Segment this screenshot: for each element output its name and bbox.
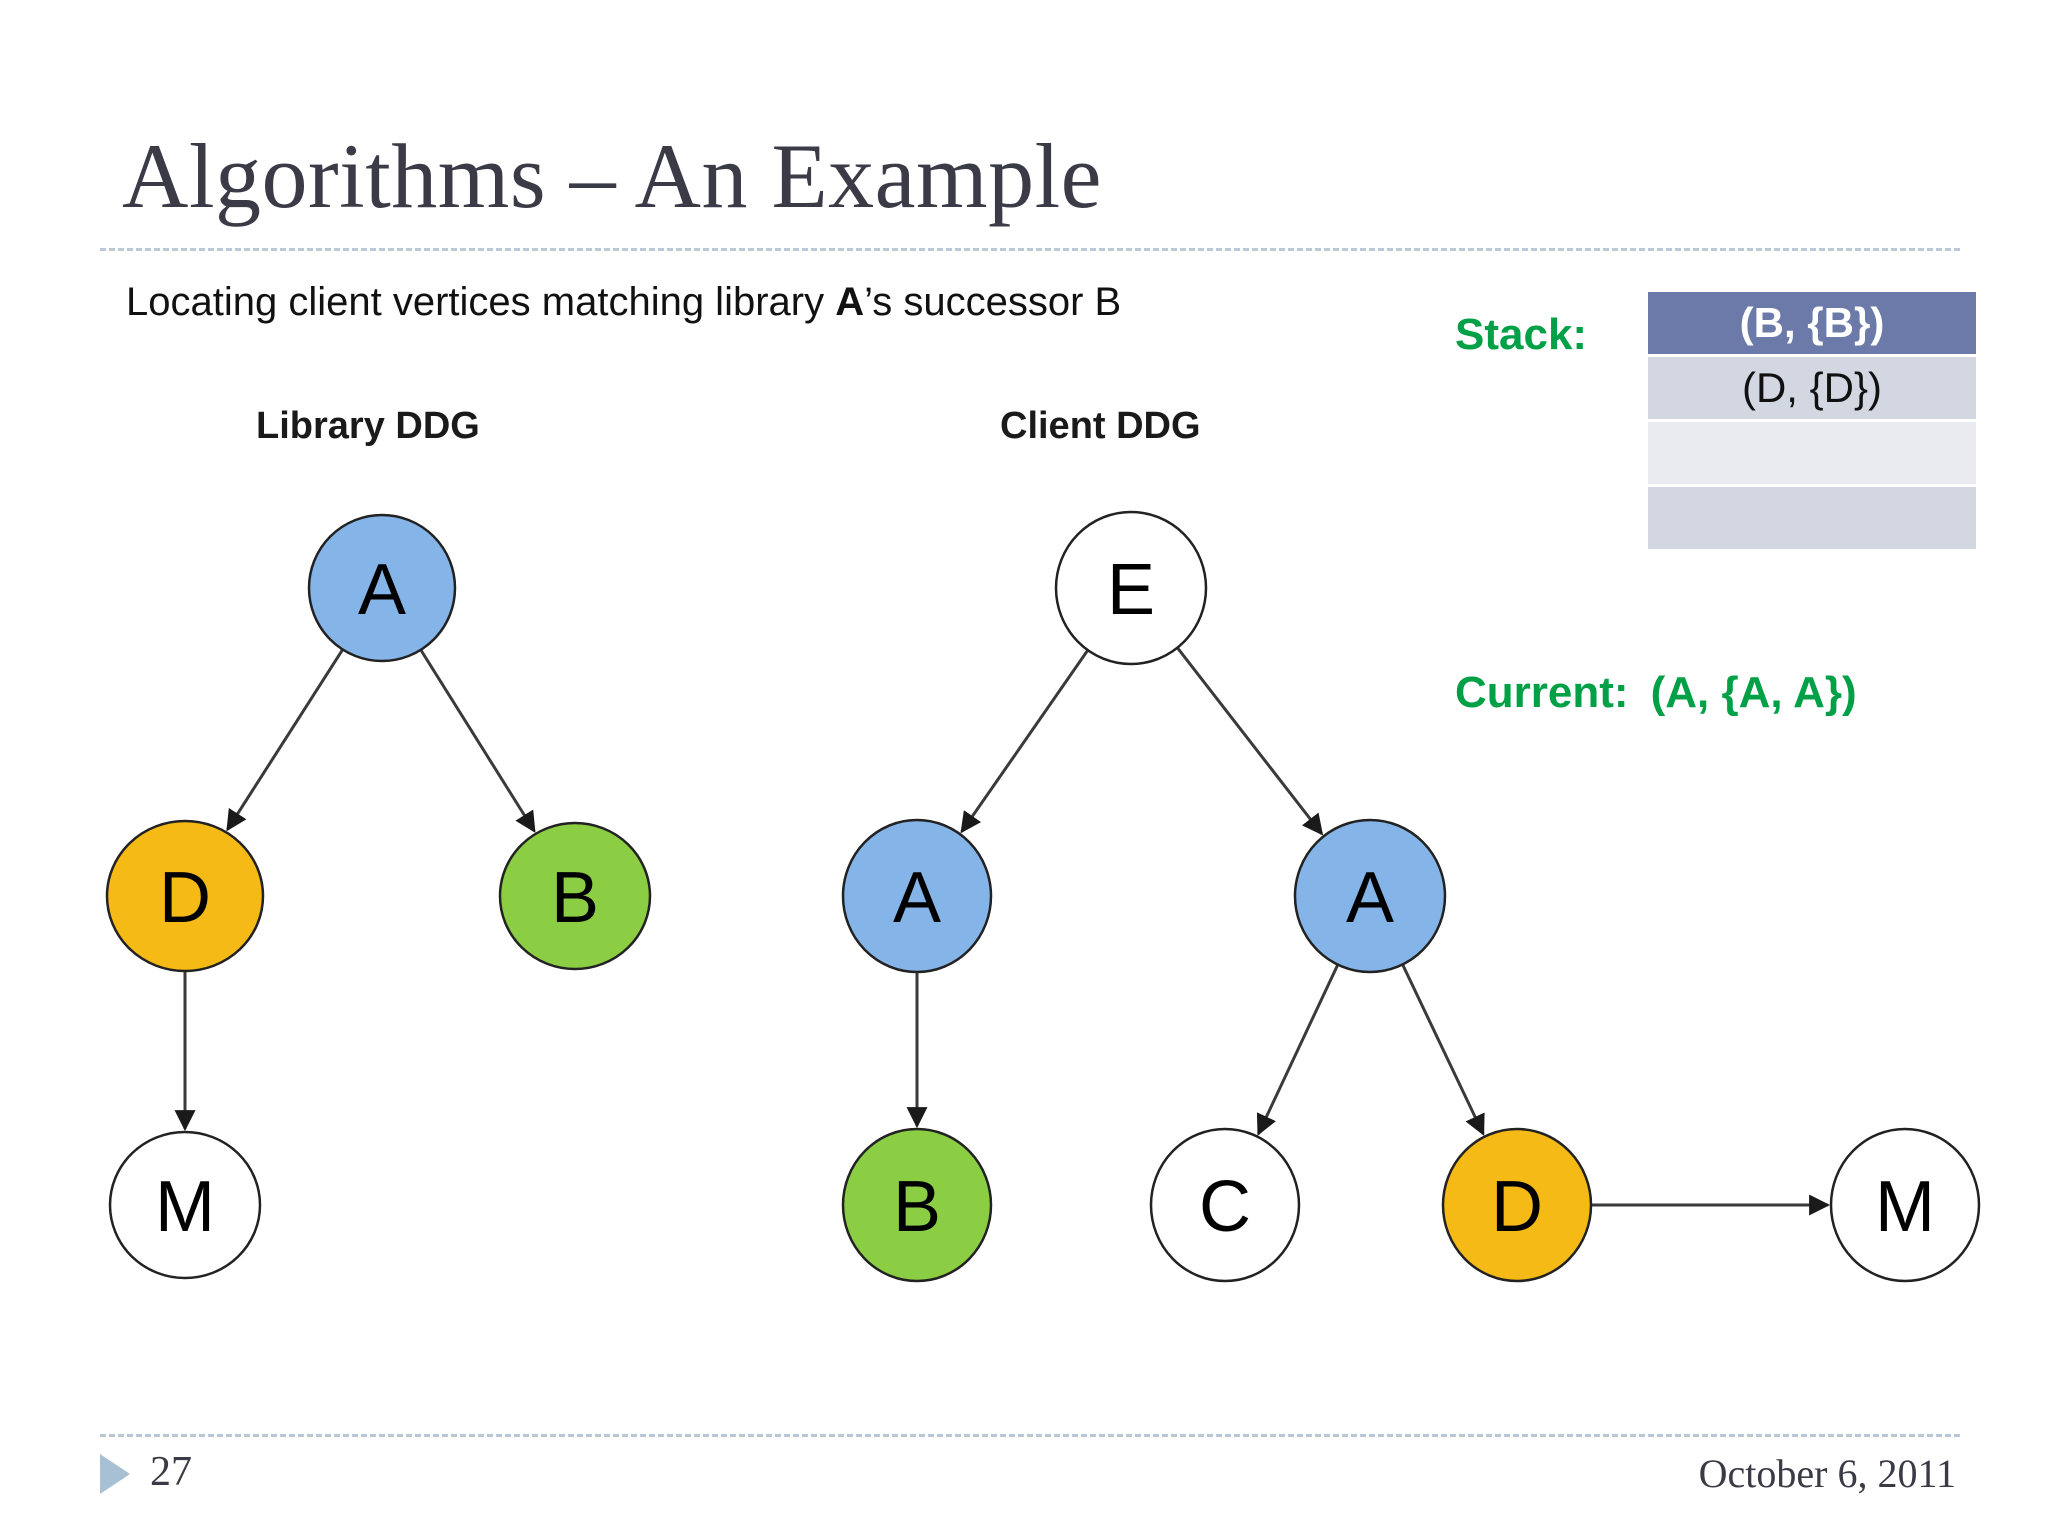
node-label: B xyxy=(893,1167,941,1247)
current-value: (A, {A, A}) xyxy=(1650,668,1857,717)
subtitle-suffix: ’s successor B xyxy=(864,280,1122,324)
graph-edge xyxy=(1174,645,1324,836)
current-line: Current: (A, {A, A}) xyxy=(1455,668,1857,718)
node-shape xyxy=(1441,1127,1593,1283)
graph-edge xyxy=(418,647,536,833)
node-shape xyxy=(307,513,457,663)
node-shape xyxy=(841,1127,993,1283)
graph-node: A xyxy=(1293,818,1447,974)
graph-node: A xyxy=(841,818,993,974)
node-shape xyxy=(498,821,652,971)
library-ddg-caption: Library DDG xyxy=(256,405,480,447)
graph-node: M xyxy=(108,1130,262,1280)
node-label: C xyxy=(1199,1167,1251,1247)
node-shape xyxy=(105,819,265,973)
graph-node: B xyxy=(841,1127,993,1283)
current-label: Current: xyxy=(1455,668,1629,717)
triangle-bullet-icon xyxy=(100,1454,130,1494)
node-label: M xyxy=(1875,1167,1935,1247)
slide-subtitle: Locating client vertices matching librar… xyxy=(126,280,1121,325)
graph-node: D xyxy=(105,819,265,973)
slide-number: 27 xyxy=(150,1449,192,1495)
node-label: M xyxy=(155,1167,215,1247)
graph-edge xyxy=(226,646,346,832)
node-label: E xyxy=(1107,550,1155,630)
node-label: A xyxy=(1346,858,1394,938)
title-divider xyxy=(100,248,1960,251)
subtitle-prefix: Locating client vertices matching librar… xyxy=(126,280,836,324)
subtitle-emphasis: A xyxy=(835,280,865,324)
node-label: D xyxy=(1491,1167,1543,1247)
graph-node: M xyxy=(1829,1127,1981,1283)
node-shape xyxy=(1293,818,1447,974)
graph-node: D xyxy=(1441,1127,1593,1283)
node-shape xyxy=(1054,510,1208,666)
node-label: A xyxy=(358,550,406,630)
client-ddg-caption: Client DDG xyxy=(1000,405,1201,447)
stack-row: (D, {D}) xyxy=(1648,357,1976,419)
graph-edge xyxy=(960,647,1091,834)
footer-date: October 6, 2011 xyxy=(1698,1451,1956,1496)
page-title: Algorithms – An Example xyxy=(122,125,1102,227)
node-shape xyxy=(1149,1127,1301,1283)
graph-node: E xyxy=(1054,510,1208,666)
stack-table: (B, {B})(D, {D}) xyxy=(1648,292,1976,552)
stack-label: Stack: xyxy=(1455,310,1588,359)
graph-edge xyxy=(1400,961,1485,1136)
node-label: D xyxy=(159,858,211,938)
stack-row xyxy=(1648,422,1976,484)
graph-node: C xyxy=(1149,1127,1301,1283)
graph-edge xyxy=(1256,961,1341,1136)
stack-row: (B, {B}) xyxy=(1648,292,1976,354)
graph-node: B xyxy=(498,821,652,971)
node-label: B xyxy=(551,858,599,938)
stack-row xyxy=(1648,487,1976,549)
node-shape xyxy=(108,1130,262,1280)
graph-node: A xyxy=(307,513,457,663)
footer-divider xyxy=(100,1434,1960,1437)
node-shape xyxy=(841,818,993,974)
node-shape xyxy=(1829,1127,1981,1283)
node-label: A xyxy=(893,858,941,938)
